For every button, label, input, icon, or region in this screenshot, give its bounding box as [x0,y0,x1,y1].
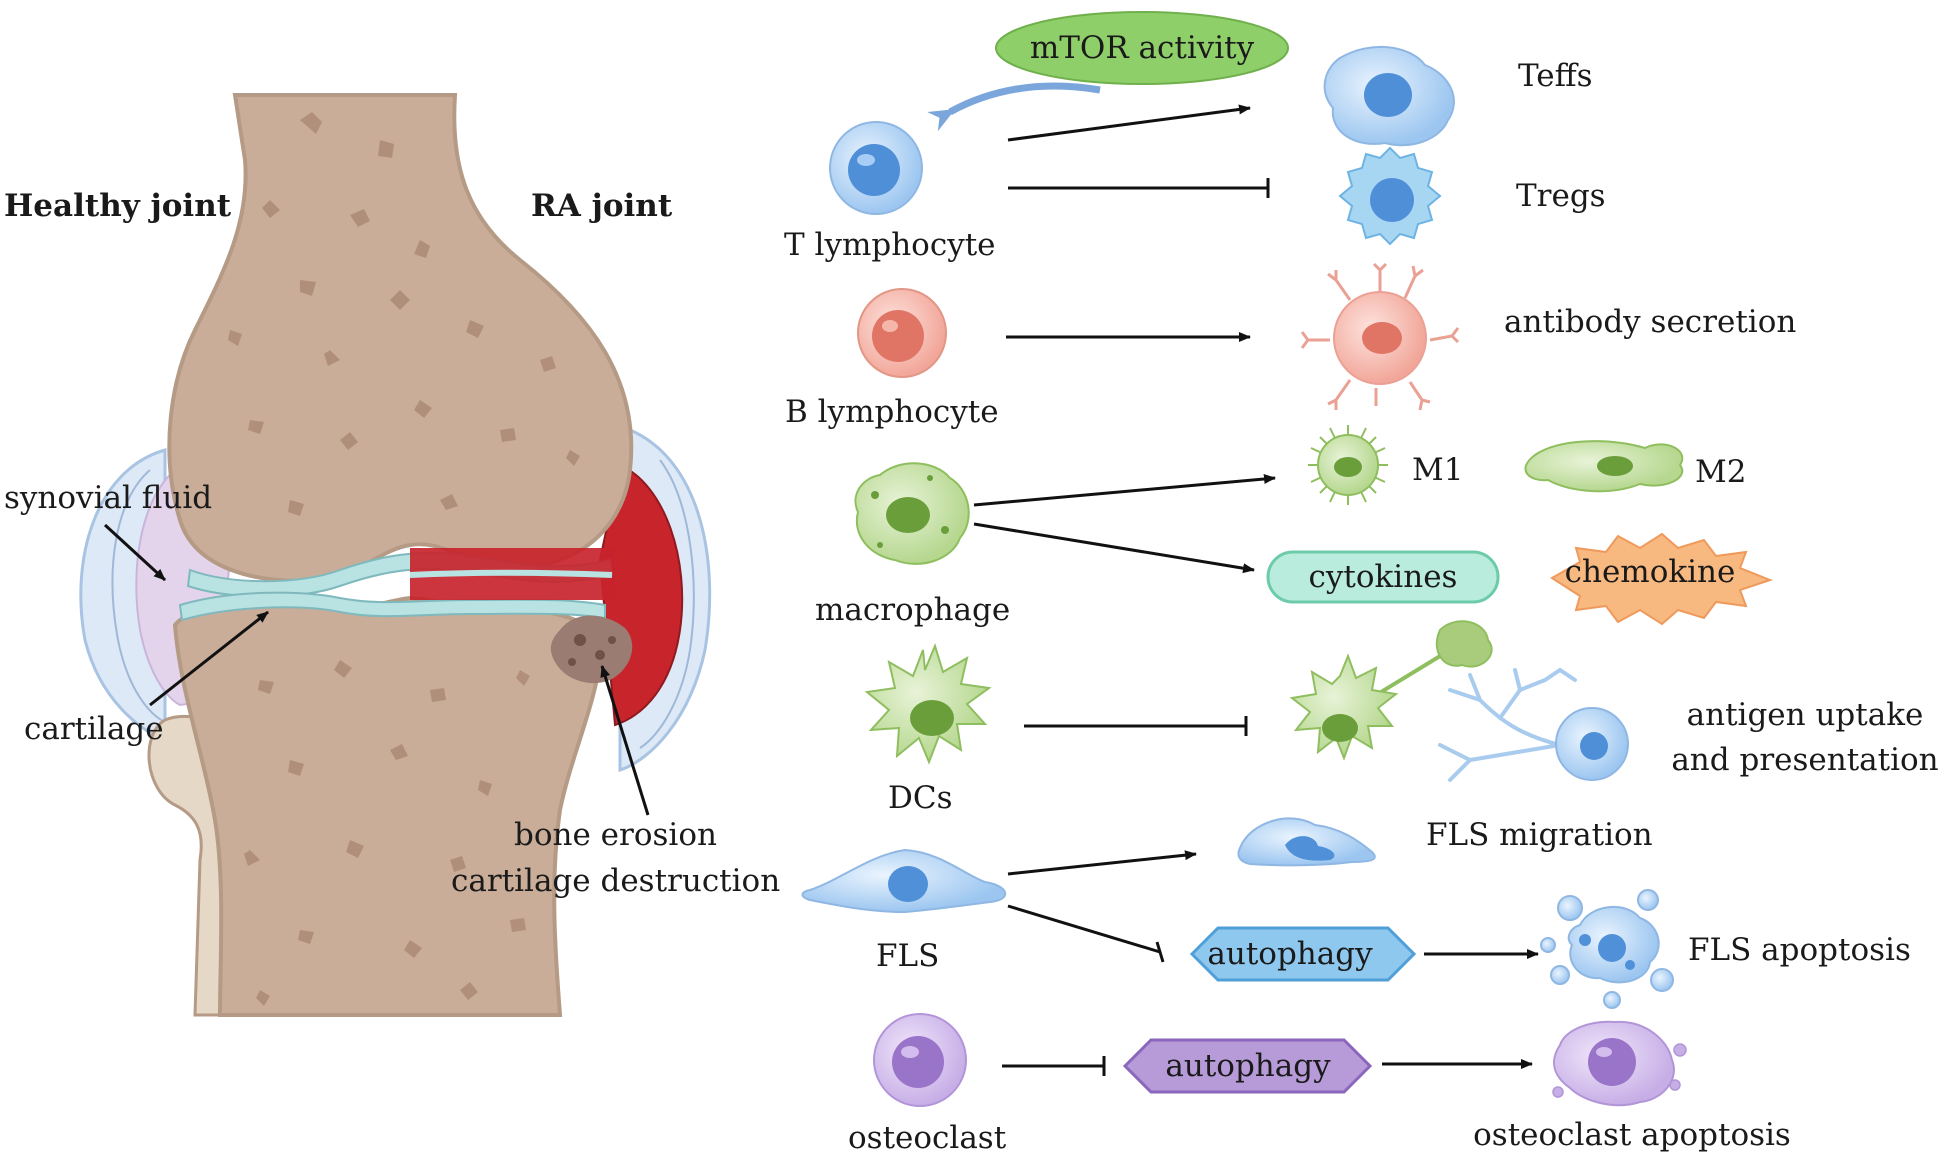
fls-to-migration-arrow [1007,850,1197,876]
macrophage-to-cytokines-arrow [973,522,1255,574]
cartilage-label: cartilage [24,711,164,747]
teffs-cell-icon [1323,45,1455,147]
and-presentation-label: and presentation [1671,742,1938,778]
chemokine-burst [1550,532,1773,626]
osteoclast-cell-icon [873,1013,967,1107]
fls-apoptosis-fragment [1579,934,1591,946]
m1-cell-icon [1308,425,1388,505]
joint-illustration [79,93,712,1017]
bone-texture [228,112,580,1006]
osteoclast-label: osteoclast [848,1120,1007,1156]
fls-migration-cell-icon [1237,817,1376,867]
fls-to-autophagy-inhibit [1007,904,1165,963]
osteoclast-inhibit-arrow [1002,1056,1106,1076]
m2-label: M2 [1695,454,1746,490]
t-to-tregs-inhibit [1008,178,1270,198]
dcs-label: DCs [888,780,952,816]
mtor-activity-label: mTOR activity [1030,30,1255,66]
plasma-cell-icon [1300,262,1460,411]
fls-label: FLS [876,938,939,974]
autophagy-osteoclast-hexagon [1122,1038,1373,1094]
antibody-secretion-label: antibody secretion [1504,304,1796,340]
plasma-cell-nucleus [1362,322,1402,354]
teffs-label: Teffs [1518,58,1593,94]
tibia [172,595,603,1017]
bone-erosion-patch [550,615,633,684]
macrophage-label: macrophage [815,592,1010,628]
osteoclast-apoptosis-cell-icon [1552,1020,1687,1107]
m2-cell-icon [1524,440,1684,493]
b-lymphocyte-cell-icon [857,288,947,378]
osteoclast-apoptosis-label: osteoclast apoptosis [1473,1117,1791,1153]
healthy-joint-label: Healthy joint [4,188,232,224]
dc-cell-icon [864,643,992,765]
ra-joint-label: RA joint [531,188,673,224]
dc-antigen-icon [1289,620,1493,761]
t-cell-dendrite-icon [1438,667,1629,782]
fls-cell-icon [801,848,1007,914]
antigen-uptake-label: antigen uptake [1687,697,1924,733]
tregs-cell-icon [1338,146,1442,246]
synovial-fluid-label: synovial fluid [4,480,212,516]
autophagy-fls-label: autophagy [1207,936,1373,972]
macrophage-to-m1-arrow [973,474,1276,507]
fls-migration-label: FLS migration [1426,817,1653,853]
mtor-activity-ellipse [995,11,1289,85]
macrophage-cell-icon [854,462,970,565]
cytokines-label: cytokines [1309,559,1458,595]
autophagy-fls-hexagon [1189,926,1417,982]
bone-erosion-label: bone erosion [514,817,717,853]
fls-apoptosis-fragment [1625,960,1635,970]
tregs-label: Tregs [1516,178,1606,214]
t-lymphocyte-cell-icon [829,121,923,215]
b-lymphocyte-label: B lymphocyte [785,394,999,430]
femur [167,93,634,583]
t-to-teffs-arrow [1007,104,1251,142]
chemokine-label: chemokine [1565,554,1736,590]
mtor-curved-arrow [927,82,1101,132]
autophagy-osteoclast-label: autophagy [1165,1048,1331,1084]
cartilage-destruction-label: cartilage destruction [451,863,780,899]
t-lymphocyte-label: T lymphocyte [784,227,996,263]
fls-apoptosis-label: FLS apoptosis [1688,932,1911,968]
cytokines-box [1266,550,1500,604]
fls-apoptosis-nucleus [1598,934,1626,962]
m1-label: M1 [1412,452,1463,488]
dc-inhibit-arrow [1024,716,1248,736]
